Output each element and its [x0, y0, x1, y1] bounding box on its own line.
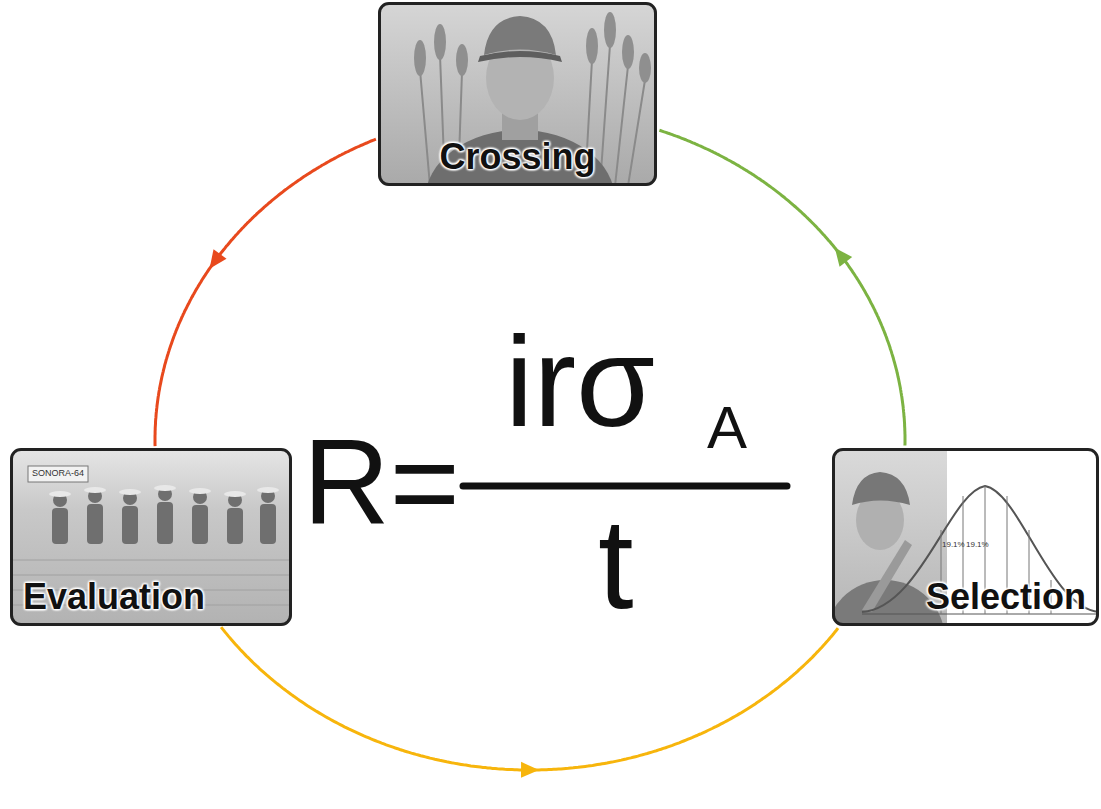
percent-label: 19.1% — [942, 541, 965, 549]
arrow-head — [210, 249, 227, 268]
process-box: Crossing — [378, 2, 657, 186]
arrow-head — [835, 248, 852, 267]
arrow-head — [521, 762, 539, 778]
wheat-stem — [862, 540, 912, 612]
cycle-arc — [221, 627, 838, 770]
cycle-arc — [659, 130, 905, 445]
man-shoulders — [425, 130, 615, 186]
fraction-bar — [463, 483, 787, 490]
people-figures — [52, 487, 276, 544]
node-label: Evaluation — [23, 577, 205, 617]
photo-ground — [832, 448, 1099, 626]
photo-ground — [378, 2, 657, 186]
node-label: Crossing — [439, 137, 595, 177]
formula-numerator: irσ — [505, 318, 655, 446]
process-box: Selection — [832, 448, 1099, 626]
photo-ground — [10, 448, 292, 626]
cycle-arc — [155, 139, 376, 446]
selection-photo — [832, 448, 1099, 626]
cycle-arrow — [221, 627, 838, 778]
cycle-arrow — [155, 139, 376, 446]
formula-subscript: A — [707, 398, 747, 458]
cap-brim — [478, 51, 562, 62]
hats — [49, 485, 279, 497]
field-sign — [28, 466, 88, 482]
evaluation-photo — [10, 448, 292, 626]
sign-text: SONORA-64 — [32, 469, 84, 478]
cycle-arrow — [659, 130, 905, 445]
percent-label: 19.1% — [966, 541, 989, 549]
man-cap — [484, 16, 556, 55]
node-label: Selection — [926, 577, 1086, 617]
formula-lhs: R= — [303, 422, 460, 542]
formula-denominator: t — [598, 500, 634, 628]
man-hat — [852, 472, 910, 505]
crossing-photo — [378, 2, 657, 186]
